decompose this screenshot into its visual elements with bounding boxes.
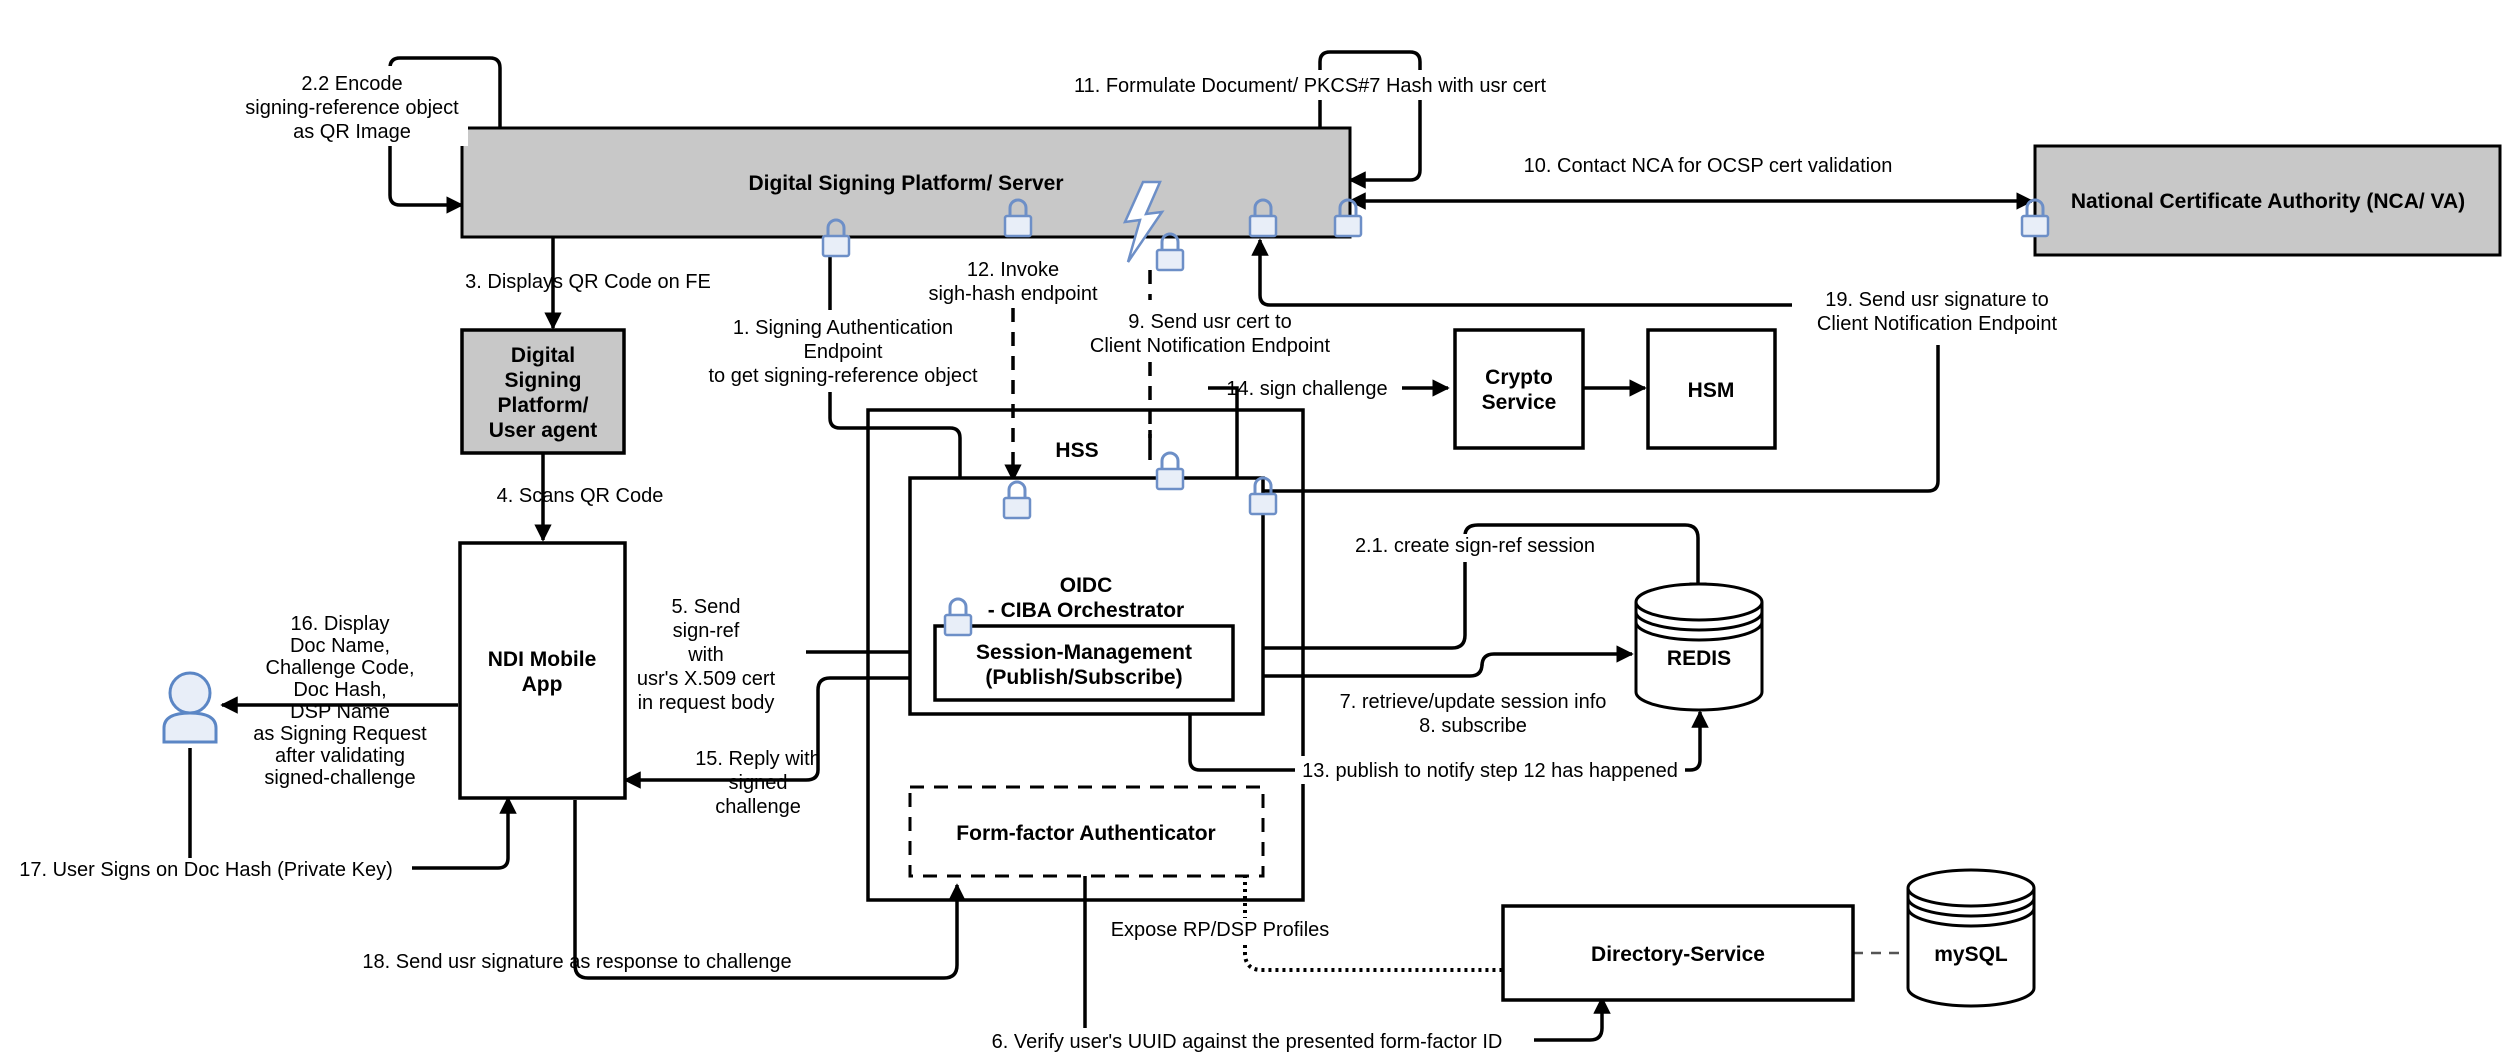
label-16-line6: as Signing Request — [253, 723, 427, 745]
arrow-7-8 — [1241, 645, 1634, 685]
arrow-13 — [1188, 700, 1700, 772]
redis-cylinder — [1634, 582, 1764, 712]
label-16-line5: DSP Name — [290, 701, 390, 723]
label-16-line4: Doc Hash, — [293, 679, 386, 701]
redis-title: REDIS — [1667, 647, 1731, 670]
user-agent-title-3: Platform/ — [497, 394, 588, 417]
label-3: 3. Displays QR Code on FE — [465, 271, 711, 293]
mysql-title: mySQL — [1934, 943, 2008, 966]
arrow-17 — [188, 748, 508, 870]
label-9-line2: Client Notification Endpoint — [1090, 335, 1331, 357]
ndi-app-box — [458, 541, 627, 800]
lightning-icon — [1122, 180, 1165, 263]
line-14-origin — [1208, 386, 1239, 478]
arrow-1 — [828, 237, 969, 622]
label-1-line2: Endpoint — [804, 341, 883, 363]
oidc-title-2: - CIBA Orchestrator — [988, 599, 1184, 622]
label-16-line3: Challenge Code, — [266, 657, 415, 679]
label-5-line4: usr's X.509 cert — [637, 668, 776, 690]
label-16-line1: 16. Display — [291, 613, 390, 635]
user-agent-title-2: Signing — [505, 369, 582, 392]
mysql-cylinder — [1906, 868, 2036, 1008]
oidc-title-1: OIDC — [1060, 574, 1113, 597]
arrow-15 — [623, 676, 935, 789]
line-expose — [1243, 875, 1503, 972]
label-16-line7: after validating — [275, 745, 405, 767]
label-15-line3: challenge — [715, 796, 801, 818]
label-16-line2: Doc Name, — [290, 635, 390, 657]
label-9-line1: 9. Send usr cert to — [1128, 311, 1291, 333]
arrow-2-1 — [1233, 523, 1707, 650]
label-5-line5: in request body — [638, 692, 775, 714]
label-16-line8: signed-challenge — [264, 767, 415, 789]
label-2-2-line1: 2.2 Encode — [301, 73, 402, 95]
directory-title: Directory-Service — [1591, 943, 1765, 966]
formfactor-title: Form-factor Authenticator — [956, 822, 1215, 845]
label-5-line3: with — [687, 644, 724, 666]
lock-icon — [1155, 232, 1185, 272]
user-icon — [162, 671, 218, 744]
hss-title: HSS — [1055, 439, 1098, 462]
lock-icon — [1155, 451, 1185, 491]
arrow-11 — [1318, 50, 1422, 189]
node-labels: Digital Signing Platform/ Server Nationa… — [488, 172, 2465, 966]
label-19-line2: Client Notification Endpoint — [1817, 313, 2058, 335]
arrow-2-2 — [388, 56, 502, 214]
hsm-box — [1646, 328, 1777, 450]
label-15-line1: 15. Reply with — [695, 748, 821, 770]
label-1-line3: to get signing-reference object — [708, 365, 977, 387]
label-12-line2: sigh-hash endpoint — [928, 283, 1097, 305]
user-agent-box — [460, 328, 626, 455]
nca-box — [2033, 144, 2502, 257]
crypto-title-1: Crypto — [1485, 366, 1553, 389]
label-2-2-line2: signing-reference object — [245, 97, 459, 119]
label-2-1: 2.1. create sign-ref session — [1355, 535, 1595, 557]
ndi-app-title-2: App — [522, 673, 563, 696]
label-5-line2: sign-ref — [673, 620, 740, 642]
label-19-line1: 19. Send usr signature to — [1825, 289, 2048, 311]
arrow-19 — [1260, 240, 1940, 493]
hss-box — [866, 408, 1305, 902]
label-5-line1: 5. Send — [672, 596, 741, 618]
formfactor-box — [908, 785, 1265, 878]
label-1-line1: 1. Signing Authentication — [733, 317, 953, 339]
dsp-server-title: Digital Signing Platform/ Server — [748, 172, 1063, 195]
crypto-title-2: Service — [1482, 391, 1557, 414]
session-box — [933, 624, 1235, 702]
label-13: 13. publish to notify step 12 has happen… — [1302, 760, 1678, 782]
crypto-box — [1453, 328, 1585, 450]
arrow-18 — [573, 800, 966, 980]
label-17: 17. User Signs on Doc Hash (Private Key) — [19, 859, 393, 881]
label-6: 6. Verify user's UUID against the presen… — [992, 1031, 1503, 1053]
hsm-title: HSM — [1688, 379, 1735, 402]
label-12-line1: 12. Invoke — [967, 259, 1059, 281]
ndi-app-title-1: NDI Mobile — [488, 648, 597, 671]
label-4: 4. Scans QR Code — [497, 485, 664, 507]
label-2-2-line3: as QR Image — [293, 121, 411, 143]
directory-box — [1501, 904, 1855, 1002]
label-18: 18. Send usr signature as response to ch… — [362, 951, 791, 973]
session-title-2: (Publish/Subscribe) — [985, 666, 1182, 689]
label-10: 10. Contact NCA for OCSP cert validation — [1524, 155, 1893, 177]
session-title-1: Session-Management — [976, 641, 1192, 664]
label-7-line2: 8. subscribe — [1419, 715, 1527, 737]
label-11: 11. Formulate Document/ PKCS#7 Hash with… — [1074, 75, 1546, 97]
label-15-line2: signed — [729, 772, 788, 794]
user-agent-title-4: User agent — [489, 419, 598, 442]
label-expose: Expose RP/DSP Profiles — [1111, 919, 1330, 941]
dsp-server-box — [460, 126, 1352, 239]
edge-labels: 2.2 Encode signing-reference object as Q… — [19, 66, 2075, 1056]
nca-title: National Certificate Authority (NCA/ VA) — [2071, 190, 2465, 213]
label-14: 14. sign challenge — [1226, 378, 1387, 400]
label-7-line1: 7. retrieve/update session info — [1340, 691, 1607, 713]
user-agent-title-1: Digital — [511, 344, 575, 367]
